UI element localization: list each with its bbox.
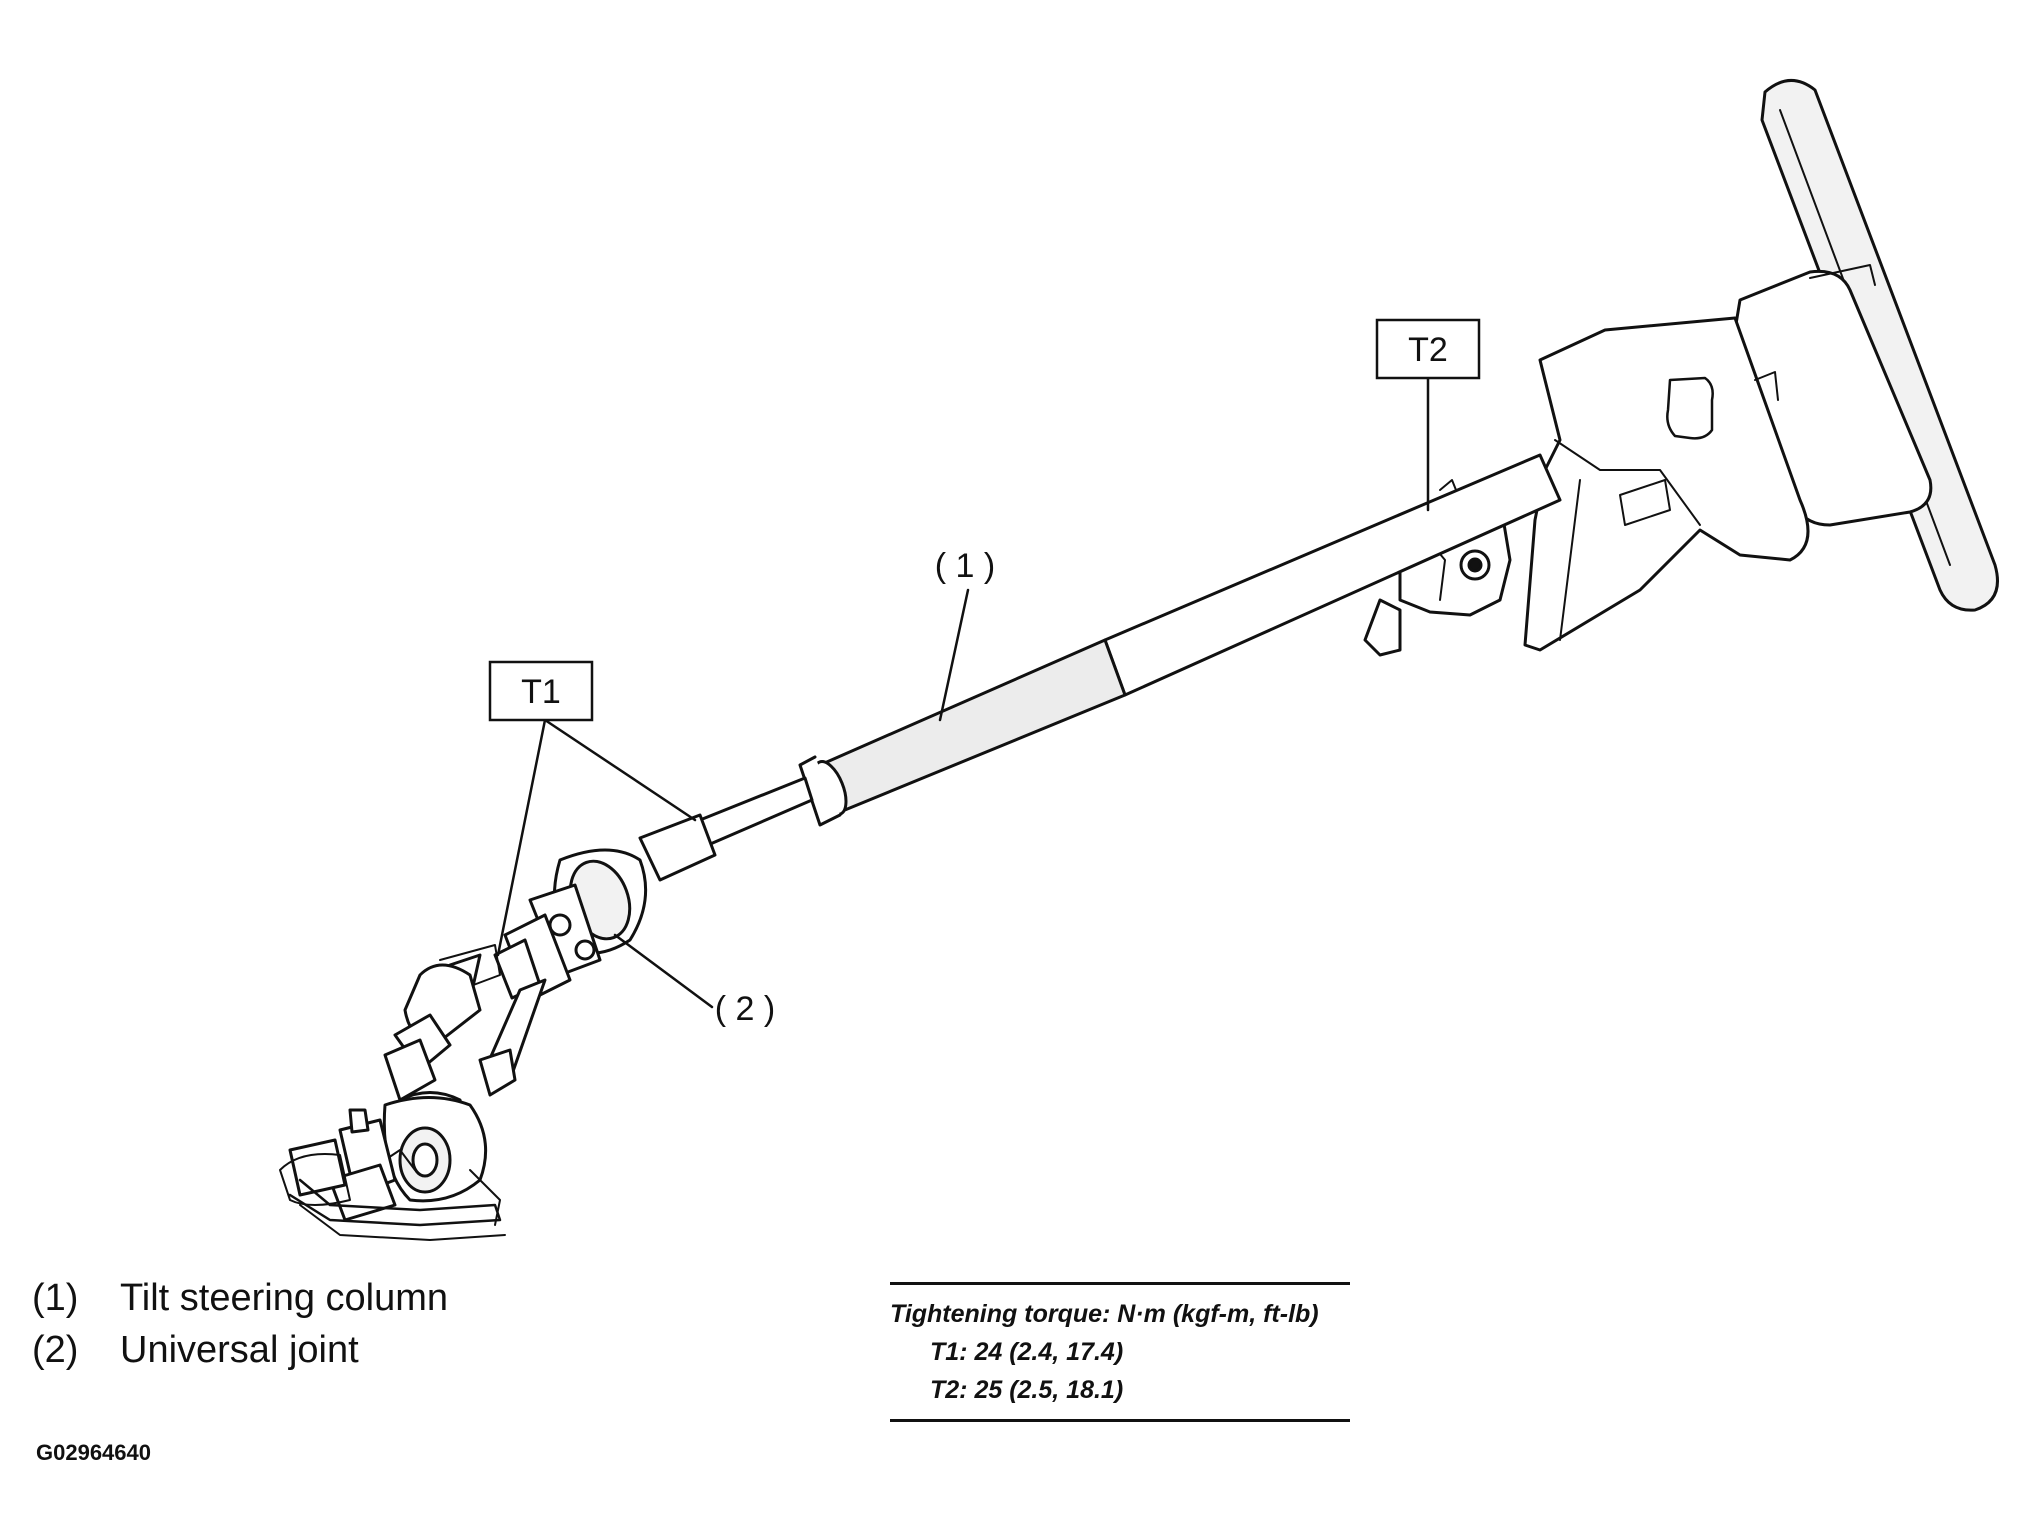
figure-id: G02964640 xyxy=(36,1440,151,1465)
t1-box xyxy=(488,660,594,722)
torque-title: Tightening torque: N·m (kgf-m, ft-lb) xyxy=(890,1300,1319,1328)
t1-box-label: T1 xyxy=(521,673,561,711)
torque-t1: T1: 24 (2.4, 17.4) xyxy=(930,1338,1124,1366)
leader-line-t1-a xyxy=(543,718,697,822)
leader-line-1 xyxy=(938,588,970,722)
parts-legend: (1) Tilt steering column (2) Universal j… xyxy=(32,1272,448,1376)
legend-label: Tilt steering column xyxy=(120,1277,449,1319)
torque-bottom-rule xyxy=(890,1419,1350,1422)
t2-box xyxy=(1375,318,1481,380)
lower-column-tube xyxy=(818,638,1127,814)
leader-line-t1-b xyxy=(496,718,547,957)
legend-item: (1) Tilt steering column xyxy=(32,1272,448,1324)
callout-1: ( 1 ) xyxy=(935,547,995,585)
legend-number: (2) xyxy=(32,1329,79,1371)
torque-top-rule xyxy=(890,1282,1350,1285)
legend-item: (2) Universal joint xyxy=(32,1324,448,1376)
legend-number: (1) xyxy=(32,1277,79,1319)
steering-gear-housing xyxy=(279,1096,506,1241)
callout-2: ( 2 ) xyxy=(715,990,775,1028)
intermediate-shaft xyxy=(698,776,814,847)
legend-label: Universal joint xyxy=(120,1329,359,1371)
torque-spec-table: Tightening torque: N·m (kgf-m, ft-lb) T1… xyxy=(890,1282,1350,1422)
leader-line-2 xyxy=(613,933,714,1009)
torque-t2: T2: 25 (2.5, 18.1) xyxy=(930,1376,1124,1404)
t2-box-label: T2 xyxy=(1408,331,1448,369)
